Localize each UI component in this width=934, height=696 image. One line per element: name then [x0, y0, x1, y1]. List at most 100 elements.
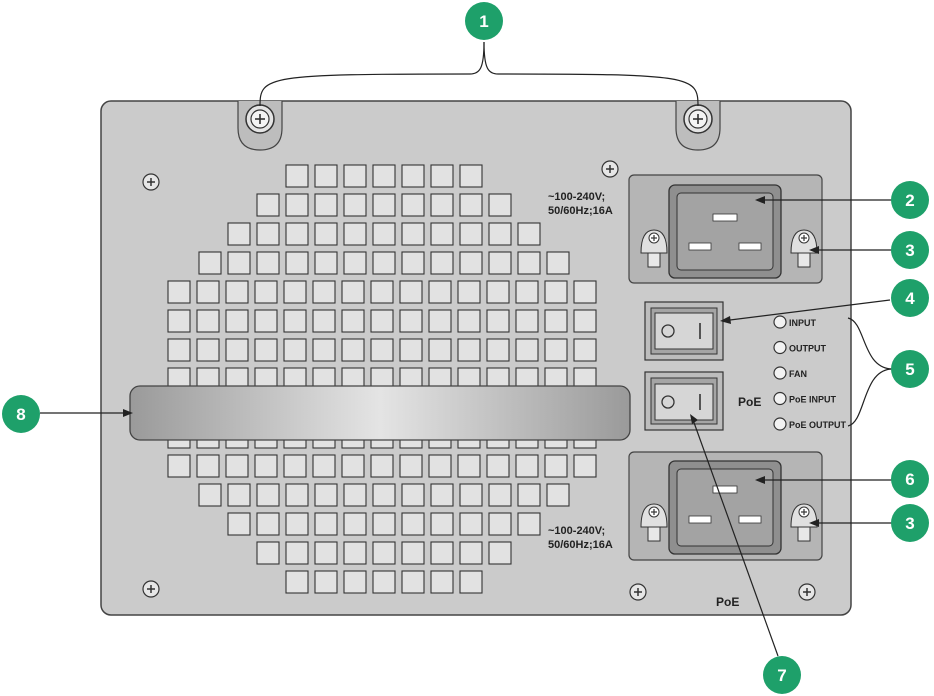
vent-hole — [401, 512, 425, 536]
vent-hole — [254, 338, 278, 362]
vent-hole — [372, 570, 396, 594]
callout-6: 6 — [891, 460, 929, 498]
vent-hole — [343, 222, 367, 246]
vent-hole — [256, 251, 280, 275]
vent-hole — [488, 483, 512, 507]
vent-hole — [372, 483, 396, 507]
led-lamp — [773, 417, 787, 431]
handle[interactable] — [129, 385, 631, 441]
vent-hole — [225, 454, 249, 478]
vent-hole — [399, 280, 423, 304]
vent-hole — [573, 454, 597, 478]
callout-number: 8 — [16, 405, 25, 424]
vent-hole — [343, 570, 367, 594]
vent-hole — [167, 309, 191, 333]
vent-hole — [430, 193, 454, 217]
vent-hole — [488, 541, 512, 565]
vent-hole — [314, 164, 338, 188]
vent-hole — [573, 280, 597, 304]
vent-hole — [227, 483, 251, 507]
vent-hole — [372, 164, 396, 188]
vent-hole — [314, 193, 338, 217]
callout-circle — [891, 350, 929, 388]
vent-hole — [573, 309, 597, 333]
led-poe-output: PoE OUTPUT — [773, 417, 847, 431]
callout-circle — [891, 181, 929, 219]
callout-number: 3 — [905, 514, 914, 533]
leader-lines — [40, 41, 893, 657]
vent-hole — [459, 483, 483, 507]
callout-number: 4 — [905, 289, 915, 308]
led-label: PoE OUTPUT — [789, 420, 847, 430]
vent-hole — [314, 512, 338, 536]
vent-hole — [399, 309, 423, 333]
vent-hole — [285, 222, 309, 246]
vent-hole — [167, 280, 191, 304]
vent-hole — [546, 483, 570, 507]
vent-hole — [341, 454, 365, 478]
thumbscrew-icon — [245, 104, 275, 134]
vent-hole — [428, 454, 452, 478]
callout-circle — [891, 504, 929, 542]
vent-hole — [372, 193, 396, 217]
vent-hole — [401, 222, 425, 246]
thumbscrew-right[interactable] — [675, 101, 721, 151]
vent-hole — [256, 193, 280, 217]
retainer-clip-left-bottom[interactable] — [640, 503, 668, 542]
retainer-clip-right-top[interactable] — [790, 229, 818, 268]
vent-hole — [486, 309, 510, 333]
vent-hole — [370, 309, 394, 333]
callout-circle — [465, 2, 503, 40]
poe-bottom-label: PoE — [716, 595, 739, 609]
led-fan: FAN — [773, 366, 807, 380]
retainer-clip-left-top[interactable] — [640, 229, 668, 268]
callout-2: 2 — [891, 181, 929, 219]
callout-number: 6 — [905, 470, 914, 489]
vent-hole — [428, 338, 452, 362]
vent-hole — [314, 251, 338, 275]
vent-hole — [459, 570, 483, 594]
vent-hole — [488, 251, 512, 275]
vent-hole — [430, 483, 454, 507]
vent-hole — [399, 454, 423, 478]
vent-hole — [517, 222, 541, 246]
vent-hole — [227, 251, 251, 275]
power-switch[interactable] — [644, 301, 724, 361]
vent-hole — [517, 512, 541, 536]
vent-hole — [196, 280, 220, 304]
led-label: FAN — [789, 369, 807, 379]
vent-hole — [459, 222, 483, 246]
vent-hole — [546, 251, 570, 275]
callout-circle — [891, 460, 929, 498]
vent-hole — [227, 512, 251, 536]
led-lamp — [773, 340, 787, 355]
vent-hole — [459, 512, 483, 536]
vent-hole — [256, 222, 280, 246]
led-lamp — [773, 391, 787, 406]
poe-power-switch[interactable] — [644, 371, 724, 431]
vent-hole — [372, 512, 396, 536]
callout-number: 1 — [479, 12, 488, 31]
vent-hole — [544, 454, 568, 478]
vent-hole — [486, 454, 510, 478]
vent-hole — [457, 454, 481, 478]
vent-hole — [312, 338, 336, 362]
vent-hole — [573, 338, 597, 362]
thumbscrew-left[interactable] — [237, 101, 283, 151]
vent-hole — [372, 222, 396, 246]
led-label: OUTPUT — [789, 344, 827, 354]
retainer-clip-right-bottom[interactable] — [790, 503, 818, 542]
callout-1: 1 — [465, 2, 503, 40]
vent-hole — [225, 338, 249, 362]
vent-hole — [401, 193, 425, 217]
callout-circle — [891, 279, 929, 317]
callout-number: 2 — [905, 191, 914, 210]
poe-switch-label: PoE — [738, 395, 761, 409]
vent-hole — [167, 338, 191, 362]
screw-icon — [142, 580, 160, 598]
vent-hole — [283, 454, 307, 478]
vent-hole — [285, 483, 309, 507]
vent-hole — [401, 164, 425, 188]
vent-hole — [544, 338, 568, 362]
